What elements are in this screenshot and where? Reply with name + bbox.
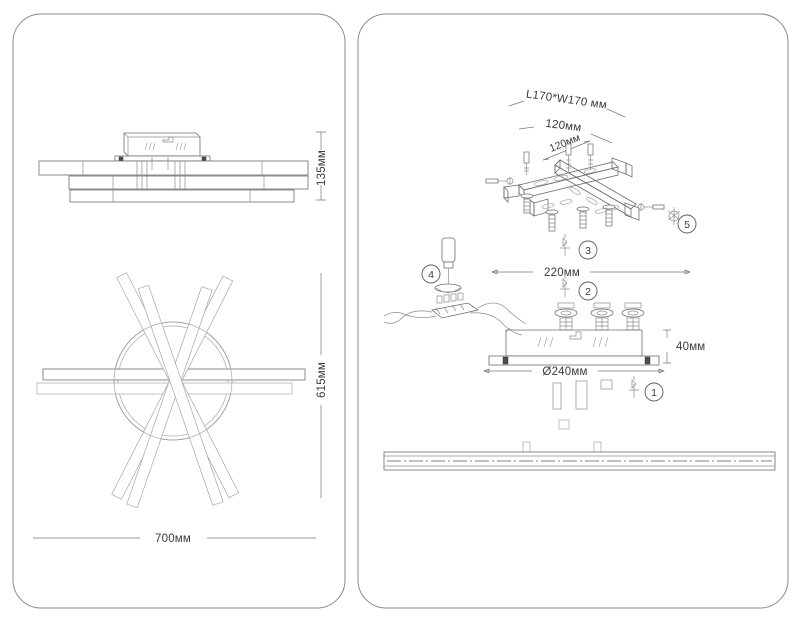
dimension-label-120mm-h: 120мм	[545, 118, 582, 134]
dimension-label-135mm: 135мм	[316, 150, 328, 186]
callout-2-number: 2	[585, 286, 591, 298]
central-housing	[123, 132, 201, 157]
lamp-bar-middle	[68, 175, 309, 190]
lamp-bar-bottom	[69, 189, 295, 203]
anchor-bolt-left	[485, 177, 514, 185]
fastener-stack-2	[590, 302, 614, 331]
center-circle-inner	[117, 325, 229, 437]
anchor-bolt-right	[637, 203, 681, 225]
lamp-base-body	[488, 327, 660, 366]
fastener-stack-1	[554, 302, 578, 331]
fastener-stack-3	[621, 302, 645, 331]
lamp-bar-profile	[383, 419, 776, 471]
star-bar-diagonal-2	[126, 286, 213, 509]
dimension-label-700mm: 700мм	[155, 533, 191, 545]
callout-1: 1	[629, 376, 664, 402]
dimension-240: Ø240мм	[483, 366, 665, 378]
wires	[383, 302, 527, 336]
callout-1-number: 1	[651, 387, 657, 399]
side-elevation-view	[38, 132, 309, 203]
callout-4-number: 4	[428, 269, 434, 281]
dimension-label-615mm: 615мм	[316, 362, 328, 398]
base-vent-right	[592, 336, 609, 348]
base-vent-left	[537, 336, 554, 348]
dimension-label-240mm: Ø240мм	[542, 366, 587, 378]
callout-5: 5	[677, 214, 697, 234]
left-panel-border	[12, 13, 346, 609]
dimension-bracket-span-h: 120мм	[518, 118, 613, 144]
terminal-block	[431, 292, 479, 319]
dimension-40: 40мм	[663, 329, 705, 364]
bracket-screws-top	[523, 143, 594, 175]
callout-3-number: 3	[585, 245, 591, 257]
housing-base-plate	[114, 155, 211, 162]
base-fastener-stacks	[554, 302, 645, 331]
vent-slots-left	[144, 142, 156, 151]
terminal-block-assembly	[383, 237, 527, 336]
dimension-220: 220мм	[491, 267, 691, 279]
callout-4: 4	[421, 264, 441, 284]
dimension-height-135: 135мм	[316, 131, 328, 201]
callout-2: 2	[560, 275, 598, 301]
callout-3: 3	[560, 234, 598, 260]
dimension-depth-615: 615мм	[316, 273, 328, 498]
loose-parts	[552, 379, 613, 410]
vent-slots-right	[175, 142, 187, 151]
rubber-grommet	[434, 283, 462, 293]
dimension-label-220mm: 220мм	[544, 267, 580, 279]
bracket-slot-holes	[533, 168, 620, 214]
bracket-screws-bottom	[520, 193, 616, 232]
star-bar-diagonal-4	[137, 284, 224, 506]
dimension-width-700: 700мм	[33, 533, 316, 545]
dimension-label-40mm: 40мм	[676, 341, 705, 353]
plan-view-star	[36, 272, 306, 509]
lamp-bar-top	[38, 160, 309, 176]
callout-5-number: 5	[684, 219, 690, 231]
support-rods	[136, 157, 186, 190]
